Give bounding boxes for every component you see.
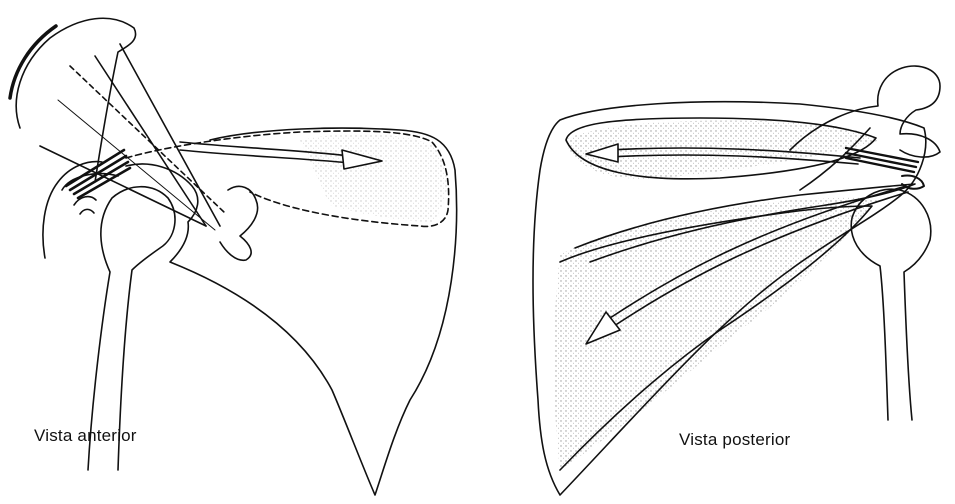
anterior-subscapular-fossa-shading (300, 134, 447, 222)
anterior-humerus-tubercle (74, 197, 96, 214)
anterior-view (10, 18, 457, 495)
label-posterior-view: Vista posterior (679, 430, 790, 450)
anterior-coracoid (220, 186, 258, 260)
anterior-tendon-bands (66, 150, 130, 198)
label-anterior-view: Vista anterior (34, 426, 137, 446)
anterior-muscle-fan (16, 18, 135, 182)
posterior-humerus (851, 189, 931, 420)
